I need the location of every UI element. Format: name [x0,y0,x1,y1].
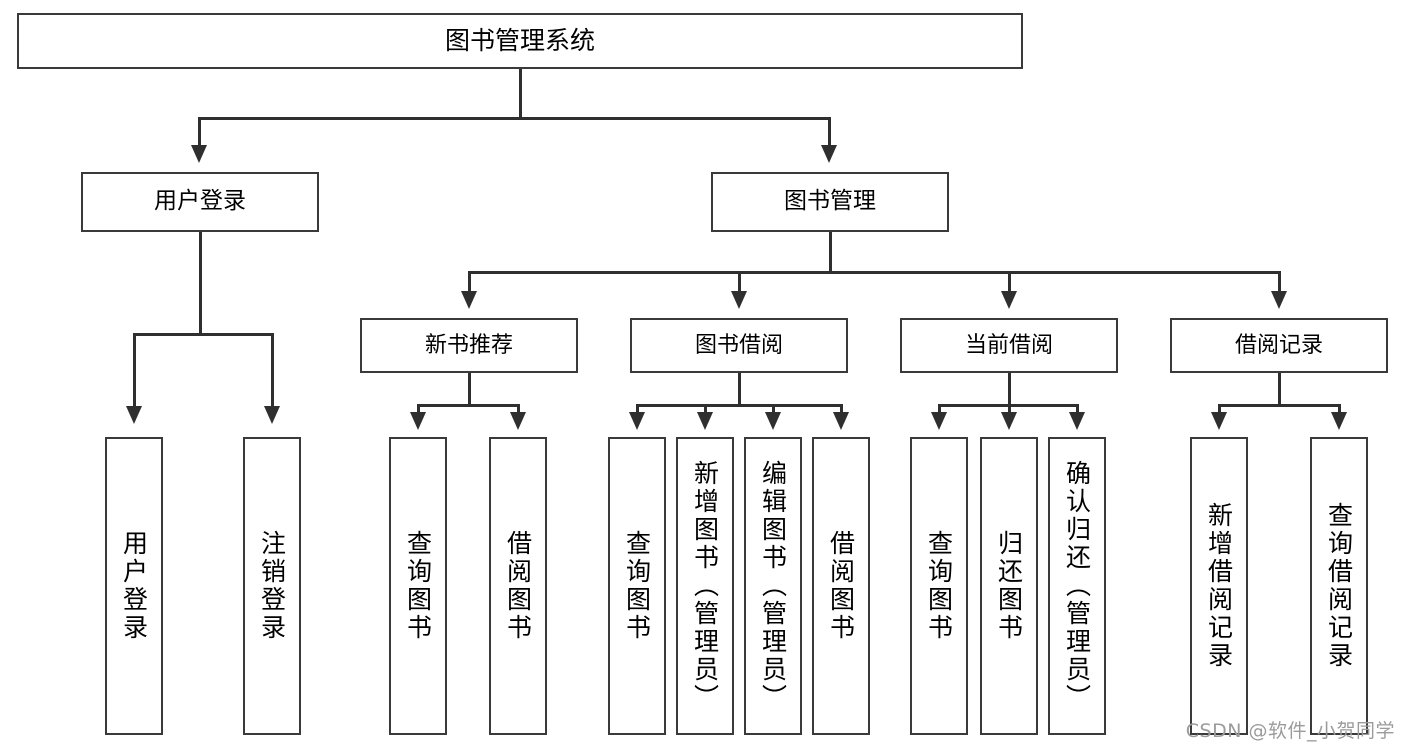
node-label: 新增图书（管理员） [690,460,720,712]
arrowhead-icon [1001,291,1017,309]
connector-borrow-record-drop-1 [1218,404,1221,414]
arrowhead-icon [821,145,837,163]
connector-current-borrow-stem [1008,373,1011,405]
node-label: 查询图书 [924,530,954,642]
arrowhead-icon [1271,291,1287,309]
connector-book-manage-drop-4 [1278,271,1281,293]
arrowhead-icon [1069,412,1085,430]
node-label: 编辑图书（管理员） [758,460,788,712]
connector-book-manage-drop-3 [1008,271,1011,293]
node-book-management[interactable]: 图书管理 [711,172,949,232]
leaf-book-borrow-add[interactable]: 新增图书（管理员） [676,437,734,735]
node-label: 用户登录 [119,530,149,642]
arrowhead-icon [410,412,426,430]
arrowhead-icon [731,291,747,309]
leaf-new-book-borrow[interactable]: 借阅图书 [489,437,547,735]
connector-book-manage-bus [469,271,1281,274]
node-label: 借阅记录 [1234,332,1323,358]
connector-book-manage-drop-1 [468,271,471,293]
connector-current-borrow-drop-2 [1008,404,1011,414]
connector-borrow-record-drop-2 [1338,404,1341,414]
leaf-current-borrow-confirm-return[interactable]: 确认归还（管理员） [1048,437,1106,735]
connector-book-borrow-bus [637,404,843,407]
node-label: 用户登录 [154,188,246,215]
connector-book-borrow-drop-4 [840,404,843,414]
node-book-borrow[interactable]: 图书借阅 [630,318,848,373]
leaf-book-borrow-borrow[interactable]: 借阅图书 [812,437,870,735]
node-current-borrow[interactable]: 当前借阅 [900,318,1118,373]
arrowhead-icon [833,412,849,430]
node-label: 借阅图书 [503,530,533,642]
arrowhead-icon [1211,412,1227,430]
node-new-book-recommend[interactable]: 新书推荐 [360,318,578,373]
arrowhead-icon [765,412,781,430]
connector-new-book-drop-2 [517,404,520,414]
leaf-user-login-login[interactable]: 用户登录 [105,437,163,735]
node-label: 查询图书 [403,530,433,642]
leaf-borrow-record-query[interactable]: 查询借阅记录 [1310,437,1368,735]
leaf-current-borrow-query[interactable]: 查询图书 [910,437,968,735]
connector-user-login-bus [134,333,274,336]
connector-user-login-drop-2 [271,333,274,408]
node-label: 归还图书 [994,530,1024,642]
node-label: 注销登录 [257,530,287,642]
connector-user-login-drop-1 [133,333,136,408]
node-label: 图书借阅 [694,332,783,358]
node-user-login[interactable]: 用户登录 [81,172,319,232]
leaf-new-book-query[interactable]: 查询图书 [389,437,447,735]
node-label: 借阅图书 [826,530,856,642]
node-label: 查询图书 [622,530,652,642]
connector-root-stem [519,69,522,119]
connector-current-borrow-drop-1 [938,404,941,414]
arrowhead-icon [461,291,477,309]
arrowhead-icon [1001,412,1017,430]
connector-book-borrow-drop-2 [704,404,707,414]
node-label: 图书管理系统 [444,26,595,56]
arrowhead-icon [697,412,713,430]
node-label: 查询借阅记录 [1324,502,1354,670]
leaf-borrow-record-add[interactable]: 新增借阅记录 [1190,437,1248,735]
connector-new-book-drop-1 [417,404,420,414]
connector-new-book-bus [418,404,520,407]
connector-borrow-record-bus [1219,404,1341,407]
node-label: 确认归还（管理员） [1062,460,1092,712]
arrowhead-icon [126,406,142,424]
connector-root-to-user-login [198,117,201,147]
connector-book-borrow-drop-1 [636,404,639,414]
arrowhead-icon [629,412,645,430]
node-label: 当前借阅 [964,332,1053,358]
leaf-book-borrow-query[interactable]: 查询图书 [608,437,666,735]
connector-book-borrow-drop-3 [772,404,775,414]
connector-book-manage-stem [829,232,832,274]
connector-book-manage-drop-2 [738,271,741,293]
arrowhead-icon [510,412,526,430]
arrowhead-icon [264,406,280,424]
arrowhead-icon [931,412,947,430]
node-borrow-record[interactable]: 借阅记录 [1170,318,1388,373]
connector-user-login-stem [199,232,202,334]
connector-borrow-record-stem [1278,373,1281,405]
arrowhead-icon [191,145,207,163]
node-root-system[interactable]: 图书管理系统 [17,13,1023,69]
leaf-current-borrow-return[interactable]: 归还图书 [980,437,1038,735]
arrowhead-icon [1331,412,1347,430]
leaf-user-login-logout[interactable]: 注销登录 [243,437,301,735]
node-label: 图书管理 [784,188,876,215]
connector-root-bus [198,117,831,120]
leaf-book-borrow-edit[interactable]: 编辑图书（管理员） [744,437,802,735]
connector-root-to-book-manage [828,117,831,147]
connector-book-borrow-stem [738,373,741,405]
connector-new-book-stem [468,373,471,405]
connector-current-borrow-drop-3 [1076,404,1079,414]
node-label: 新增借阅记录 [1204,502,1234,670]
node-label: 新书推荐 [424,332,513,358]
